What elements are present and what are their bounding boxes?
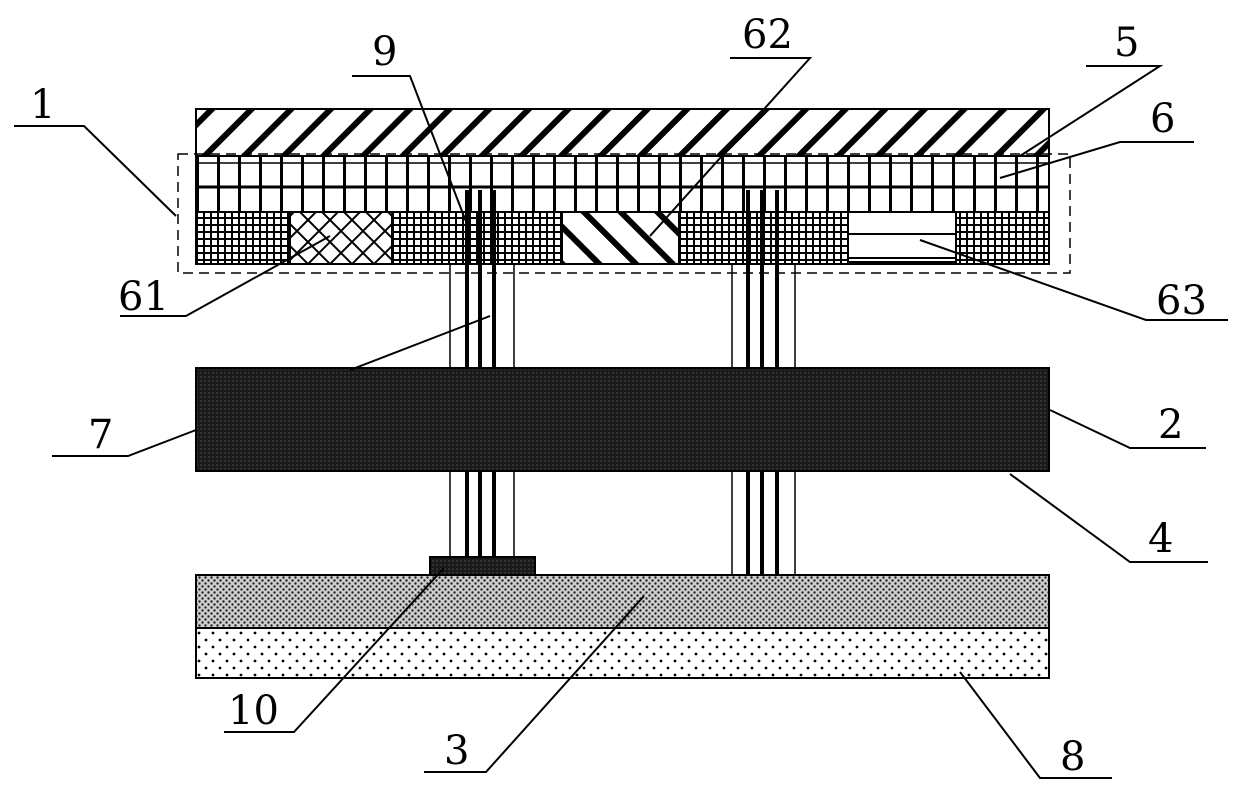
label-9: 9 xyxy=(372,29,397,75)
label-10: 10 xyxy=(228,688,279,734)
label-2: 2 xyxy=(1158,402,1183,448)
label-62: 62 xyxy=(742,12,793,58)
contact-pad-10 xyxy=(430,557,535,575)
label-3: 3 xyxy=(444,728,469,774)
label-61: 61 xyxy=(118,274,169,320)
label-4: 4 xyxy=(1148,516,1173,562)
element-62 xyxy=(562,212,679,264)
label-8: 8 xyxy=(1060,734,1085,780)
layer-8-base xyxy=(196,628,1049,678)
label-7: 7 xyxy=(88,412,113,458)
element-61 xyxy=(290,212,392,264)
element-63 xyxy=(848,212,956,262)
label-5: 5 xyxy=(1114,20,1139,66)
label-1: 1 xyxy=(30,82,55,128)
label-63: 63 xyxy=(1156,278,1207,324)
layer-6-grid xyxy=(196,156,1049,212)
label-6: 6 xyxy=(1150,96,1175,142)
layer-2-slab xyxy=(196,368,1049,471)
layer-5-cover xyxy=(196,109,1049,156)
